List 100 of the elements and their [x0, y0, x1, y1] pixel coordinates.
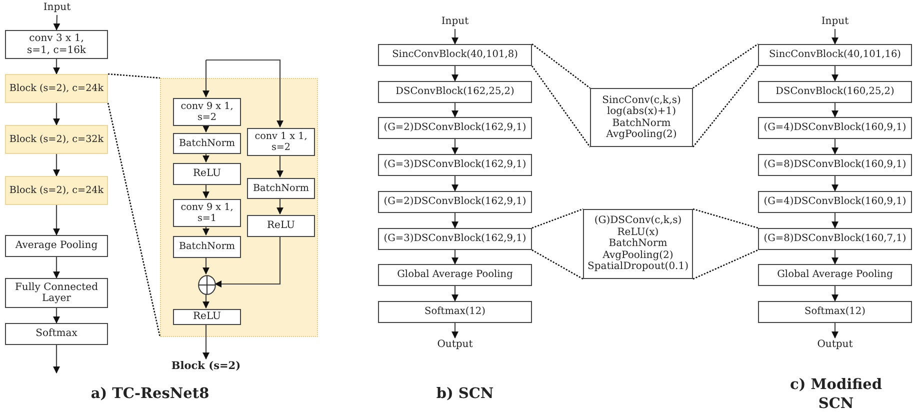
arrow — [832, 286, 838, 302]
layer-box: Softmax(12) — [378, 301, 532, 323]
arrow — [53, 257, 60, 278]
layer-name: BatchNorm — [612, 118, 671, 129]
layer-box: (G=2)DSConvBlock(162,9,1) — [378, 191, 532, 213]
adder-symbol — [198, 275, 216, 295]
arrow — [202, 324, 210, 360]
arrow — [452, 286, 458, 302]
arrow — [202, 153, 210, 162]
arrow — [53, 59, 60, 74]
arrow — [452, 29, 458, 44]
layer-box: BatchNorm — [173, 133, 241, 154]
layer-box: SincConvBlock(40,101,16) — [758, 44, 912, 66]
arrow — [832, 323, 838, 338]
arrow — [452, 66, 458, 82]
layer-box: DSConvBlock(160,25,2) — [758, 81, 912, 103]
layer-box: conv 9 x 1, s=2 — [173, 98, 241, 126]
layer-box: DSConvBlock(162,25,2) — [378, 81, 532, 103]
arrow — [452, 213, 458, 228]
layer-box: (G=8)DSConvBlock(160,7,1) — [758, 228, 912, 250]
arrow — [832, 250, 838, 264]
zoom-line — [108, 73, 160, 79]
io-label: Output — [812, 338, 858, 352]
zoom-line — [532, 208, 584, 229]
arrow — [202, 294, 210, 308]
arrow — [832, 213, 838, 228]
arrow — [452, 250, 458, 264]
arrow — [452, 103, 458, 118]
layer-name: AvgPooling(2) — [606, 129, 677, 140]
arrow — [206, 59, 284, 128]
zoom-line — [531, 66, 591, 148]
layer-box: ReLU — [173, 309, 241, 325]
arrow — [832, 103, 838, 118]
panel-caption: b) SCN — [435, 385, 495, 404]
layer-box: (G=3)DSConvBlock(162,9,1) — [378, 228, 532, 250]
arrow — [53, 308, 60, 324]
arrow — [832, 66, 838, 82]
io-label: Input — [37, 1, 77, 15]
arrow — [452, 139, 458, 154]
arrow — [276, 198, 284, 214]
layer-detail-box — [590, 88, 693, 147]
zoom-line — [692, 249, 758, 280]
io-label: Input — [815, 15, 855, 29]
layer-box: ReLU — [173, 163, 241, 185]
zoom-line — [107, 102, 161, 338]
layer-box: (G=3)DSConvBlock(162,9,1) — [378, 154, 532, 176]
layer-detail-box — [583, 209, 693, 279]
arrow — [53, 154, 60, 176]
arrow — [53, 14, 60, 30]
io-label: Input — [435, 15, 475, 29]
layer-box: Global Average Pooling — [758, 264, 912, 286]
layer-box: conv 1 x 1, s=2 — [247, 128, 315, 156]
arrow — [53, 345, 60, 374]
layer-box: BatchNorm — [173, 236, 241, 258]
arrow — [214, 236, 281, 288]
io-label: Output — [432, 338, 478, 352]
block-detail-panel — [160, 78, 318, 337]
layer-name: AvgPooling(2) — [602, 250, 674, 261]
layer-box: (G=8)DSConvBlock(160,9,1) — [758, 154, 912, 176]
layer-box: conv 9 x 1, s=1 — [173, 199, 241, 227]
arrow — [452, 176, 458, 192]
layer-name: ReLU(x) — [617, 226, 659, 238]
arrow — [452, 323, 458, 338]
arrow — [276, 155, 284, 178]
panel-caption: a) TC-ResNet8 — [90, 385, 210, 404]
layer-box: (G=4)DSConvBlock(160,9,1) — [758, 117, 912, 139]
layer-box: Softmax(12) — [758, 301, 912, 323]
arrow — [202, 60, 210, 98]
block-box: Block (s=2), c=32k — [5, 125, 108, 154]
zoom-line — [692, 43, 758, 89]
arrow — [202, 125, 210, 132]
zoom-line — [692, 66, 758, 148]
layer-box: Softmax — [5, 323, 108, 345]
layer-box: Global Average Pooling — [378, 264, 532, 286]
layer-name: (G)DSConv(c,k,s) — [594, 215, 682, 227]
arrow — [202, 184, 210, 198]
layer-name: BatchNorm — [608, 238, 668, 250]
layer-box: Average Pooling — [5, 235, 108, 257]
arrow — [53, 103, 60, 126]
layer-box: BatchNorm — [247, 178, 315, 199]
zoom-line — [532, 249, 584, 280]
arrow — [53, 205, 60, 236]
arrow — [832, 29, 838, 44]
layer-name: SpatialDropout(0.1) — [588, 261, 688, 273]
layer-name: log(abs(x)+1) — [606, 106, 676, 118]
layer-name: SincConv(c,k,s) — [602, 94, 681, 106]
layer-box: conv 3 x 1, s=1, c=16k — [5, 30, 108, 59]
layer-box: (G=2)DSConvBlock(162,9,1) — [378, 117, 532, 139]
block-box: Block (s=2), c=24k — [5, 74, 108, 103]
layer-box: (G=4)DSConvBlock(160,9,1) — [758, 191, 912, 213]
arrow — [202, 226, 210, 236]
arrow — [832, 139, 838, 154]
arrow — [202, 257, 210, 274]
layer-box: ReLU — [247, 215, 315, 237]
block-caption: Block (s=2) — [161, 359, 251, 373]
zoom-line — [692, 208, 758, 229]
layer-box: SincConvBlock(40,101,8) — [378, 44, 532, 66]
panel-caption: c) Modified SCN — [788, 376, 883, 414]
block-box: Block (s=2), c=24k — [5, 176, 108, 205]
arrow — [832, 176, 838, 192]
